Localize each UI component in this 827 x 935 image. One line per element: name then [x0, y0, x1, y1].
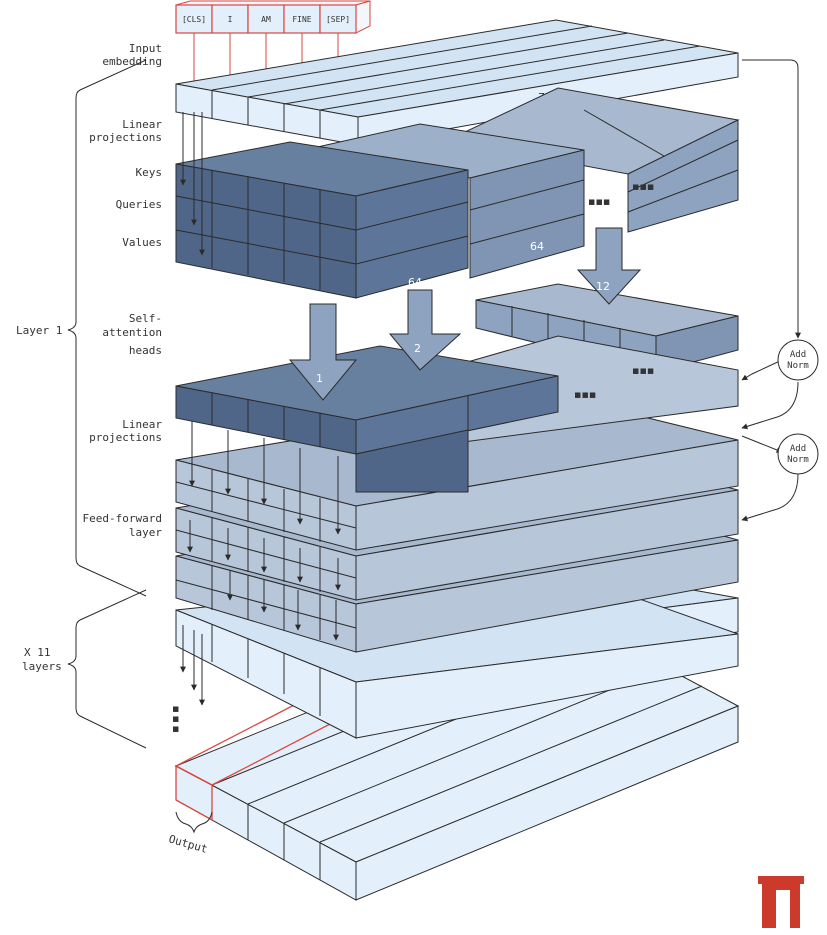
output-brace — [175, 811, 213, 834]
residual-connections — [741, 59, 801, 522]
layers-ellipsis-2: ▪ — [172, 712, 179, 725]
ellipsis-back: ▪▪▪ — [588, 195, 610, 208]
layers-ellipsis-1: ▪ — [172, 702, 179, 715]
attention-head-1-block: 64 — [175, 112, 469, 299]
svg-text:Add: Add — [790, 350, 806, 360]
input-embedding-label-1: Input — [129, 42, 162, 55]
self-attention-label-1: Self- — [129, 312, 162, 325]
head-1-label: 1 — [316, 372, 323, 385]
head-dim-label-front: 64 — [408, 276, 422, 289]
values-label: Values — [122, 236, 162, 249]
linear-projections-2-label-2: projections — [89, 431, 162, 444]
ellipsis-back-2: ▪▪▪ — [632, 180, 654, 193]
linear-projections-2-label-1: Linear — [122, 418, 162, 431]
linear-projections-1-label-2: projections — [89, 131, 162, 144]
token-am: AM — [261, 15, 271, 24]
feed-forward-label-2: layer — [129, 526, 162, 539]
output-label: Output — [167, 832, 209, 855]
linear-projections-1-label-1: Linear — [122, 118, 162, 131]
attention-head-2-block: 64 ▪▪▪ ▪▪▪ — [303, 123, 654, 279]
x11-layers-brace — [67, 589, 147, 749]
add-norm-1: Add Norm — [777, 339, 819, 381]
layer-1-brace — [67, 59, 147, 597]
pi-logo — [758, 876, 804, 928]
self-attention-label-3: heads — [129, 344, 162, 357]
token-sep: [SEP] — [326, 15, 350, 24]
ellipsis-front: ▪▪▪ — [574, 388, 596, 401]
ellipsis-front-2: ▪▪▪ — [632, 364, 654, 377]
feed-forward-label-1: Feed-forward — [83, 512, 162, 525]
svg-text:Norm: Norm — [787, 455, 809, 465]
head-12-arrow: 12 — [576, 227, 642, 305]
keys-label: Keys — [136, 166, 163, 179]
svg-text:Norm: Norm — [787, 361, 809, 371]
svg-text:Add: Add — [790, 444, 806, 454]
x11-layers-label-1: X 11 — [24, 646, 51, 659]
head-1-arrow: 1 — [288, 303, 358, 401]
token-i: I — [228, 15, 233, 24]
head-dim-label-back: 64 — [530, 240, 544, 253]
concat-attention-slab: ▪▪▪ ▪▪▪ — [175, 335, 739, 493]
token-cls: [CLS] — [182, 15, 206, 24]
self-attention-label-2: attention — [102, 326, 162, 339]
layers-ellipsis-3: ▪ — [172, 722, 179, 735]
queries-label: Queries — [116, 198, 162, 211]
head-2-label: 2 — [414, 342, 421, 355]
token-fine: FINE — [292, 15, 311, 24]
input-tokens: [CLS] I AM FINE [SEP] — [175, 0, 371, 123]
add-norm-2: Add Norm — [777, 433, 819, 475]
layer-1-label: Layer 1 — [16, 324, 62, 337]
head-count-label: 12 — [596, 280, 610, 293]
head-2-arrow: 2 — [388, 289, 462, 371]
input-embedding-label-2: embedding — [102, 55, 162, 68]
x11-layers-label-2: layers — [22, 660, 62, 673]
